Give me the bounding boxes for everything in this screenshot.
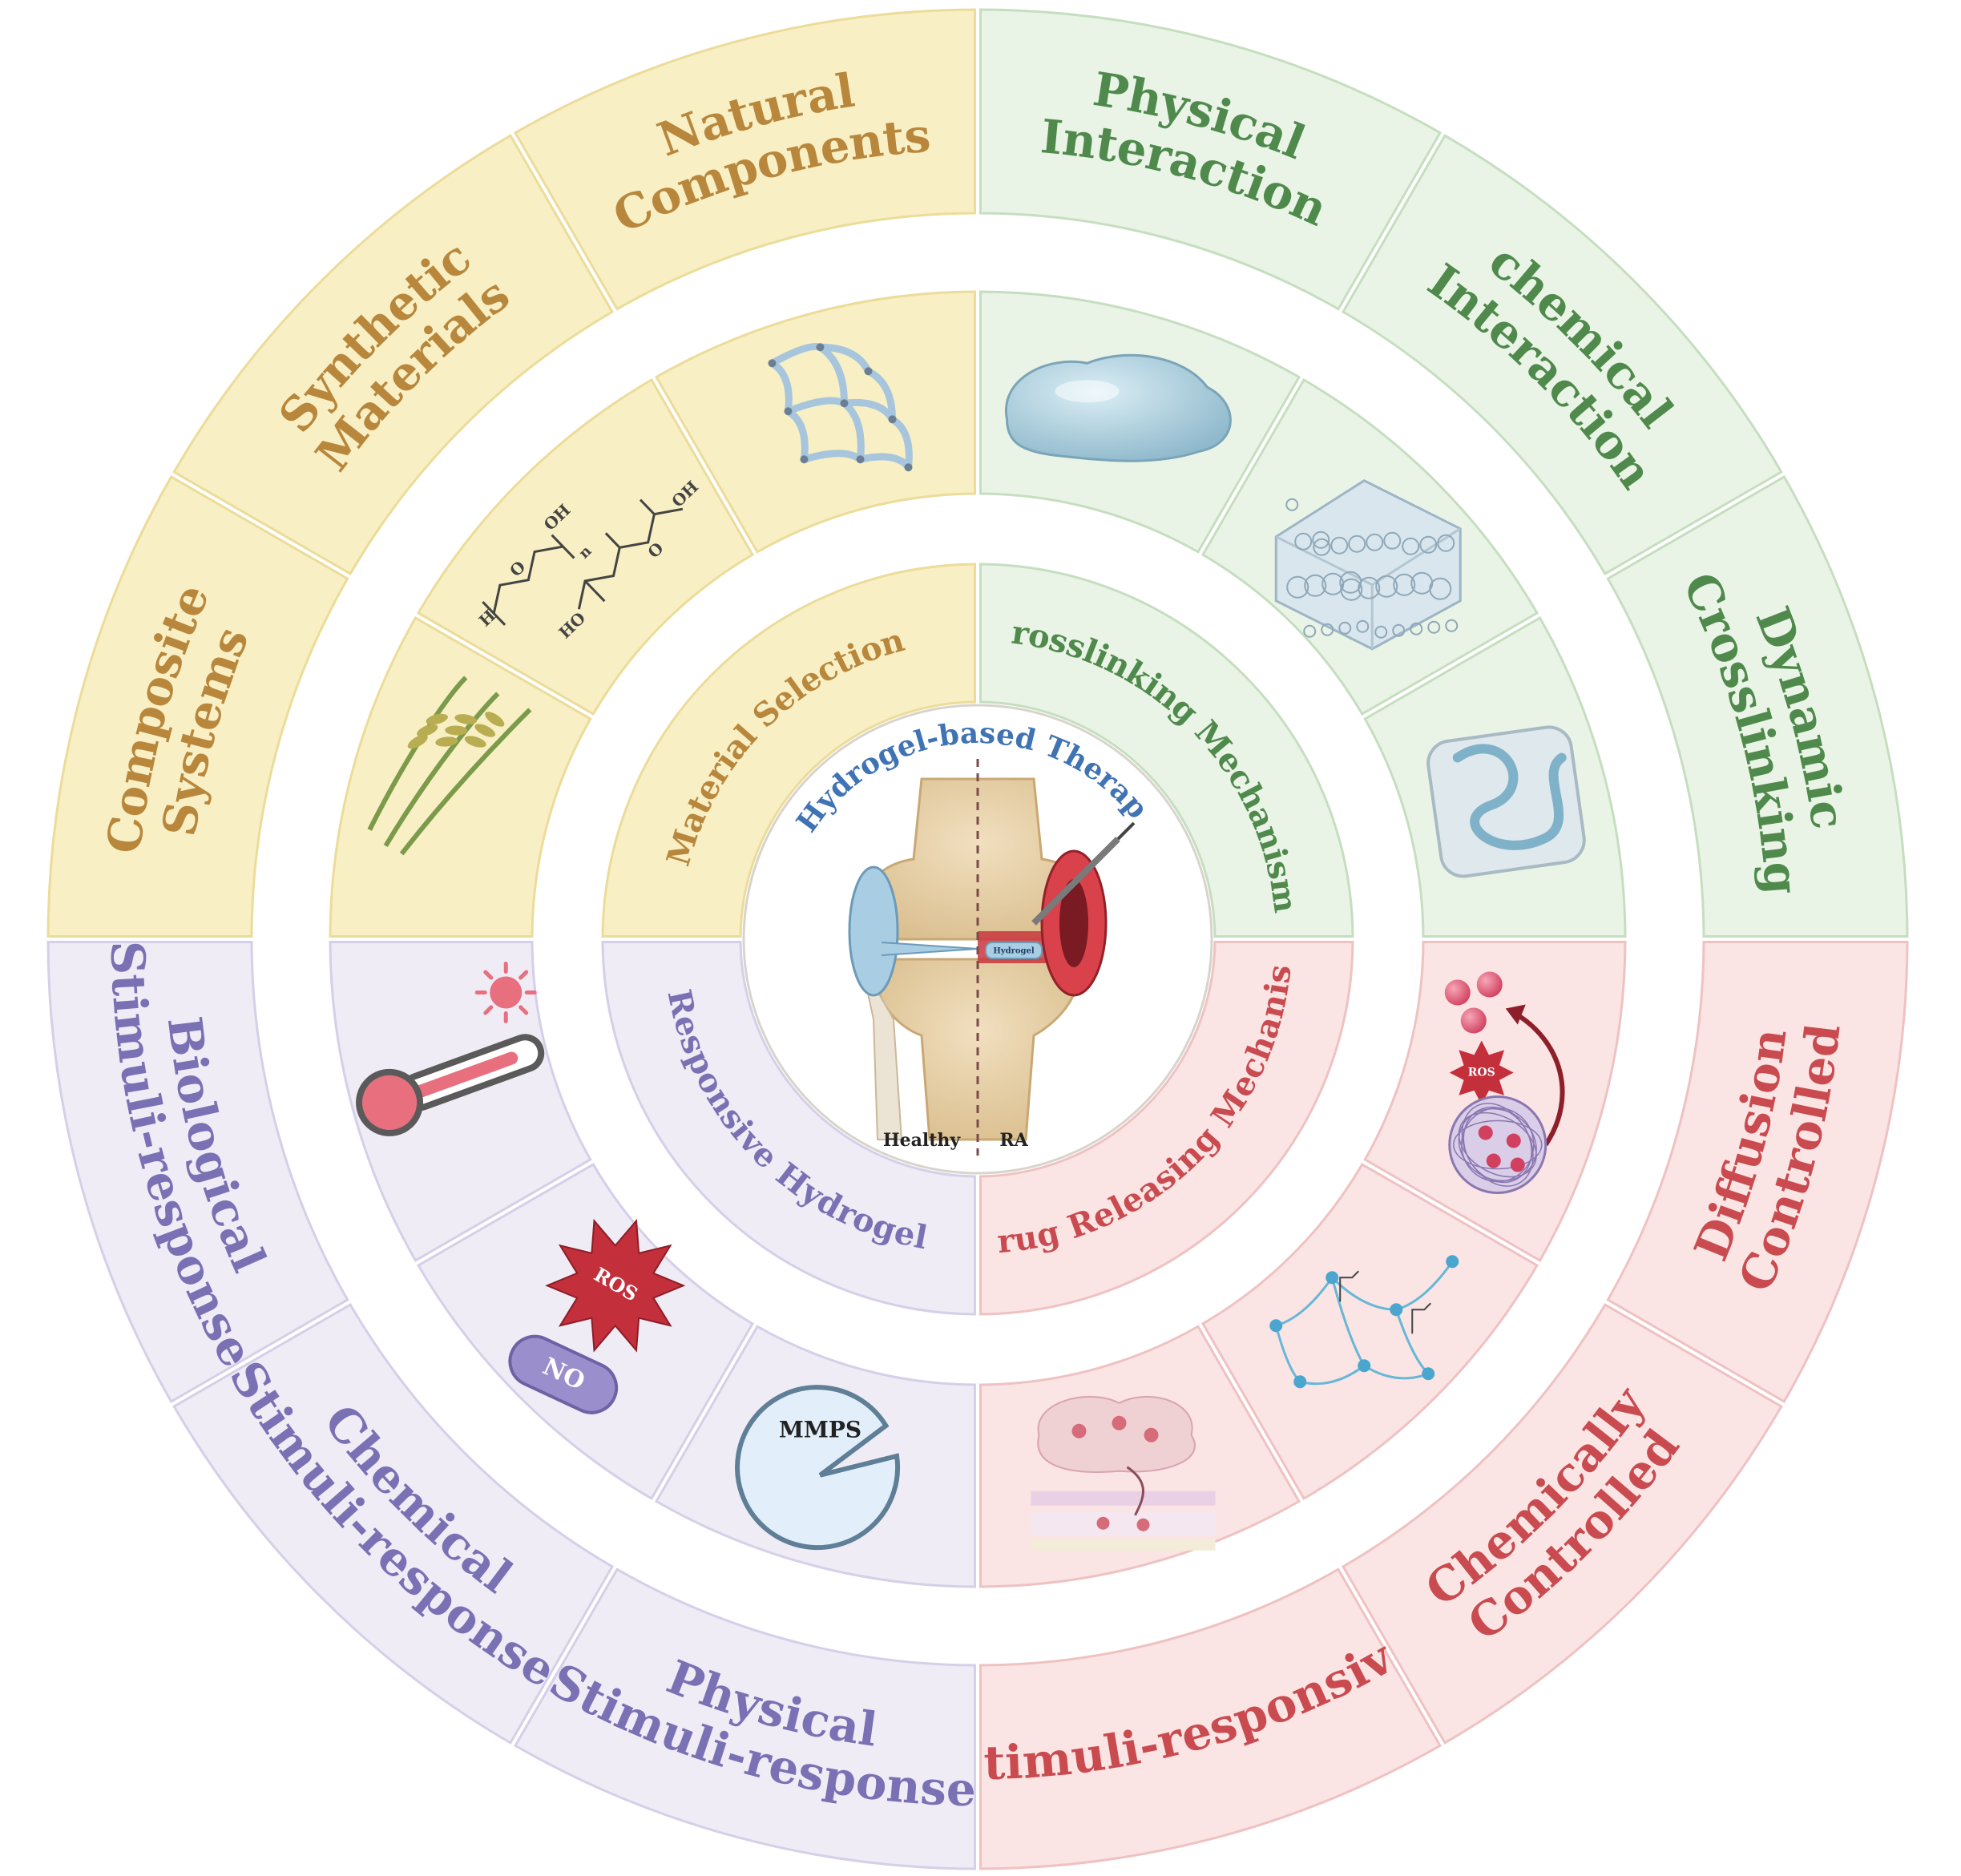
release-outer-sector bbox=[1341, 1302, 1783, 1745]
material-inner-sector bbox=[601, 563, 976, 938]
responsive-inner-sector bbox=[601, 941, 976, 1316]
ros-tag-small: ROS bbox=[1468, 1067, 1495, 1079]
release-outer-sector bbox=[979, 1567, 1443, 1870]
porous-cube-icon bbox=[1274, 479, 1462, 651]
crosslink-outer-sector bbox=[1606, 474, 1909, 938]
mmps-label: MMPS bbox=[779, 1416, 861, 1442]
ring-sectors bbox=[46, 8, 1909, 1870]
mmps-enzyme-icon: MMPS bbox=[735, 1385, 901, 1551]
material-outer-sector bbox=[46, 474, 349, 938]
responsive-middle-sector bbox=[416, 1162, 755, 1501]
material-middle-sector bbox=[329, 615, 592, 938]
ra-label: RA bbox=[999, 1130, 1028, 1151]
material-outer-sector bbox=[513, 8, 976, 311]
release-outer-sector bbox=[1606, 941, 1909, 1404]
ros-release-icon: ROS bbox=[1444, 971, 1565, 1195]
material-outer-sector bbox=[172, 134, 615, 576]
responsive-outer-sector bbox=[513, 1567, 976, 1870]
seaweed-icon bbox=[367, 676, 532, 856]
crosslink-outer-sector bbox=[979, 8, 1443, 311]
release-inner-sector bbox=[979, 941, 1354, 1316]
gel-cube-icon bbox=[1426, 725, 1586, 878]
responsive-outer-sector bbox=[172, 1302, 615, 1745]
responsive-outer-sector bbox=[46, 941, 349, 1404]
crosslinked-network-icon bbox=[1269, 1255, 1459, 1389]
release-middle-sector bbox=[1200, 1162, 1539, 1501]
crosslink-outer-sector bbox=[1341, 134, 1783, 576]
material-middle-sector bbox=[654, 290, 976, 554]
crosslink-inner-sector bbox=[979, 563, 1354, 938]
diffusion-membrane-icon bbox=[1031, 1396, 1216, 1551]
quadrant-release bbox=[979, 941, 1909, 1870]
material-middle-sector bbox=[416, 377, 755, 716]
quadrant-responsive bbox=[46, 941, 976, 1870]
hydrogel-tag: Hydrogel bbox=[993, 947, 1035, 956]
polymer-network-icon bbox=[768, 342, 913, 472]
hydrogel-blob-icon bbox=[1004, 353, 1232, 462]
healthy-label: Healthy bbox=[883, 1130, 962, 1151]
responsive-middle-sector bbox=[329, 941, 592, 1263]
quadrant-material bbox=[46, 8, 976, 938]
thermometer-icon bbox=[356, 962, 545, 1136]
